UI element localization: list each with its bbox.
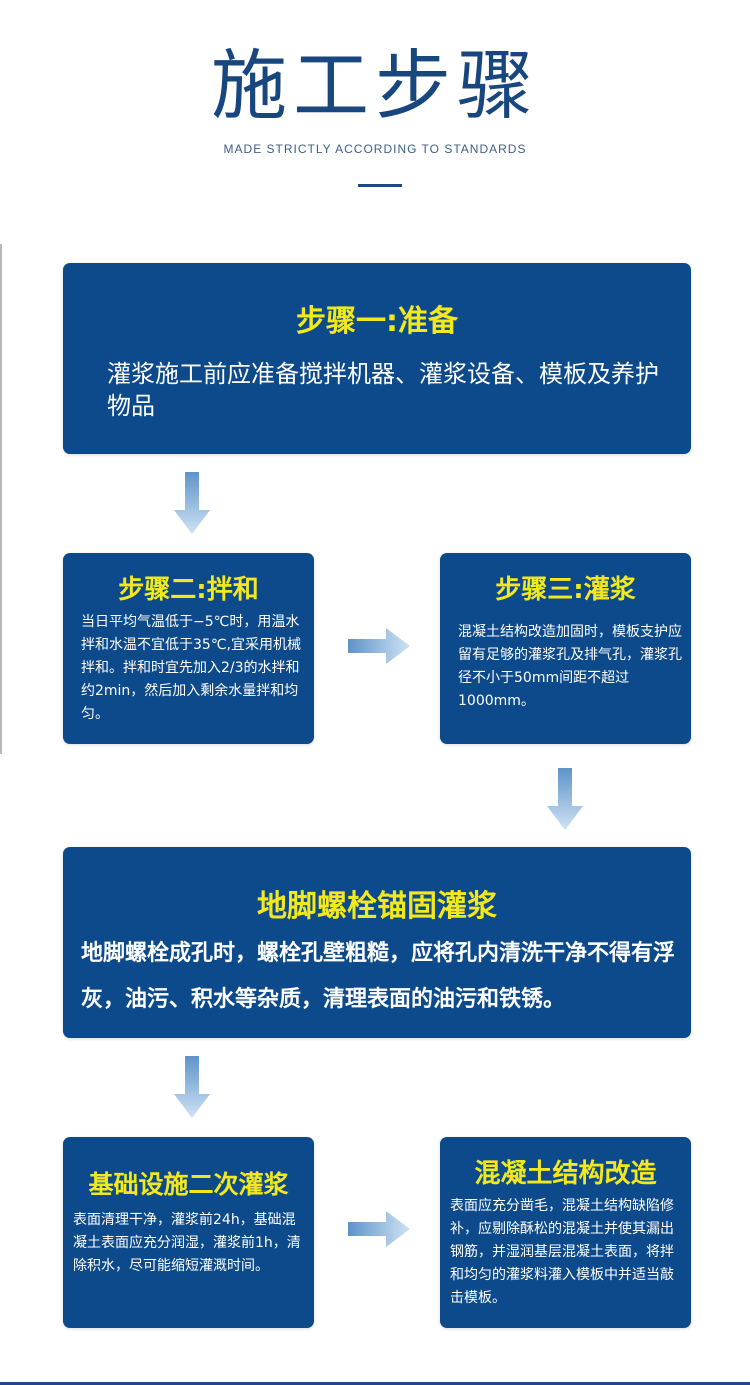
step3-title: 步骤三:灌浆	[495, 575, 636, 605]
left-edge-line	[0, 244, 2, 754]
step1-text: 灌浆施工前应准备搅拌机器、灌浆设备、模板及养护物品	[107, 360, 659, 420]
page-title: 施工步骤	[211, 41, 539, 130]
page-subtitle: MADE STRICTLY ACCORDING TO STANDARDS	[223, 142, 527, 156]
step3-card: 步骤三:灌浆 混凝土结构改造加固时，模板支护应留有足够的灌浆孔及排气孔，灌浆孔径…	[440, 553, 691, 744]
step1-title: 步骤一:准备	[296, 304, 458, 339]
arrow-down-icon	[174, 472, 210, 534]
concrete-renovation-card: 混凝土结构改造 表面应充分凿毛，混凝土结构缺陷修补，应剔除酥松的混凝土并使其漏出…	[440, 1137, 691, 1328]
base-secondary-grouting-card: 基础设施二次灌浆 表面清理干净，灌浆前24h，基础混凝土表面应充分润湿，灌浆前1…	[63, 1137, 314, 1328]
step3-text: 混凝土结构改造加固时，模板支护应留有足够的灌浆孔及排气孔，灌浆孔径不小于50mm…	[458, 624, 682, 709]
step1-card: 步骤一:准备 灌浆施工前应准备搅拌机器、灌浆设备、模板及养护物品	[63, 263, 691, 454]
base-secondary-grouting-title: 基础设施二次灌浆	[88, 1170, 289, 1199]
concrete-renovation-title: 混凝土结构改造	[474, 1159, 657, 1189]
arrow-down-icon	[547, 768, 583, 830]
step2-text: 当日平均气温低于−5℃时，用温水拌和水温不宜低于35℃,宜采用机械拌和。拌和时宜…	[81, 614, 301, 722]
concrete-renovation-text: 表面应充分凿毛，混凝土结构缺陷修补，应剔除酥松的混凝土并使其漏出钢筋，并湿润基层…	[450, 1198, 674, 1306]
base-secondary-grouting-text: 表面清理干净，灌浆前24h，基础混凝土表面应充分润湿，灌浆前1h，清除积水，尽可…	[73, 1212, 301, 1274]
arrow-right-icon	[348, 628, 410, 664]
bottom-border	[0, 1382, 750, 1385]
step2-title: 步骤二:拌和	[118, 575, 259, 605]
anchor-grouting-card: 地脚螺栓锚固灌浆 地脚螺栓成孔时，螺栓孔壁粗糙，应将孔内清洗干净不得有浮灰，油污…	[63, 847, 691, 1038]
arrow-right-icon	[348, 1211, 410, 1247]
anchor-grouting-text: 地脚螺栓成孔时，螺栓孔壁粗糙，应将孔内清洗干净不得有浮灰，油污、积水等杂质，清理…	[81, 941, 676, 1012]
anchor-grouting-title: 地脚螺栓锚固灌浆	[257, 889, 497, 924]
arrow-down-icon	[174, 1056, 210, 1118]
step2-card: 步骤二:拌和 当日平均气温低于−5℃时，用温水拌和水温不宜低于35℃,宜采用机械…	[63, 553, 314, 744]
title-divider	[358, 184, 402, 187]
